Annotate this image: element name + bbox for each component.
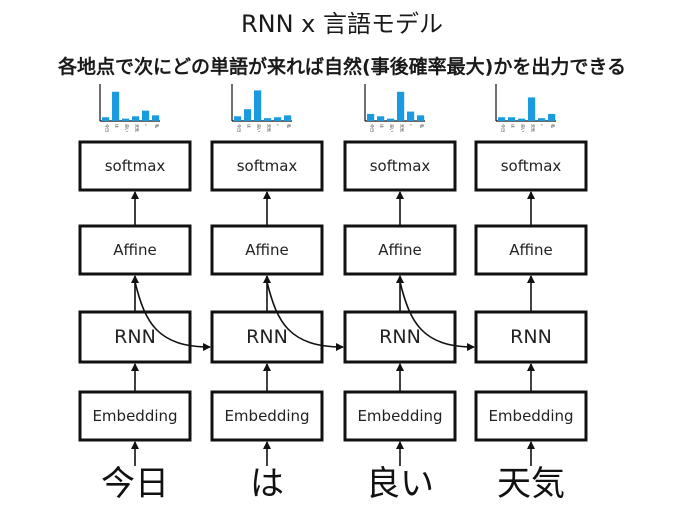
affine-layer-label: Affine — [245, 241, 289, 259]
rnn-layer-label: RNN — [510, 326, 552, 348]
affine-layer-box — [343, 224, 457, 276]
chart-tick-label: 。 — [277, 124, 282, 128]
softmax-layer-box — [474, 140, 588, 192]
timestep-column: softmaxAffineRNNEmbedding今日今日は良い天気。私 — [78, 84, 211, 504]
rnn-layer-box — [78, 310, 192, 364]
diagram-title: RNN x 言語モデル — [240, 10, 444, 38]
affine-layer-label: Affine — [509, 241, 553, 259]
probability-bar — [142, 110, 150, 121]
chart-tick-label: は — [380, 124, 385, 128]
input-word: 天気 — [497, 464, 565, 504]
probability-chart: 今日は 良い天気。 私 — [364, 84, 426, 132]
rnn-layer-label: RNN — [379, 326, 421, 348]
softmax-layer-label: softmax — [237, 157, 298, 175]
probability-chart: 今日は 良い天気。 私 — [231, 84, 293, 132]
affine-layer-label: Affine — [378, 241, 422, 259]
chart-tick-label: 私 — [155, 124, 161, 128]
softmax-layer-box — [210, 140, 324, 192]
chart-tick-label: 天気 — [531, 124, 537, 132]
probability-chart: 今日は 良い天気。 私 — [495, 84, 557, 132]
softmax-layer-label: softmax — [105, 157, 166, 175]
chart-tick-label: 今日 — [237, 124, 243, 132]
input-word: 良い — [366, 464, 434, 504]
chart-tick-label: 今日 — [105, 124, 111, 132]
embedding-layer-label: Embedding — [224, 407, 309, 425]
timestep-column: softmaxAffineRNNEmbedding天気今日は良い天気。私 — [474, 84, 588, 504]
recurrent-arrow — [399, 281, 475, 351]
embedding-layer-box — [78, 390, 192, 442]
probability-bar — [508, 117, 516, 121]
embedding-layer-label: Embedding — [92, 407, 177, 425]
embedding-layer-box — [474, 390, 588, 442]
embedding-layer-box — [210, 390, 324, 442]
affine-layer-box — [474, 224, 588, 276]
probability-bar — [548, 113, 556, 121]
probability-bar — [122, 118, 130, 121]
probability-bar — [112, 91, 120, 121]
timestep-column: softmaxAffineRNNEmbeddingは今日は良い天気。私 — [210, 84, 344, 504]
chart-tick-label: 良い — [257, 124, 263, 132]
chart-tick-label: 私 — [551, 124, 557, 128]
chart-tick-label: 今日 — [370, 124, 376, 132]
embedding-layer-label: Embedding — [488, 407, 573, 425]
softmax-layer-label: softmax — [501, 157, 562, 175]
chart-tick-label: 私 — [420, 124, 426, 128]
chart-tick-label: 天気 — [267, 124, 273, 132]
chart-tick-label: は — [115, 124, 120, 128]
rnn-layer-box — [343, 310, 457, 364]
chart-tick-label: 良い — [125, 124, 131, 132]
softmax-layer-label: softmax — [370, 157, 431, 175]
probability-bar — [387, 118, 395, 121]
probability-bar — [234, 116, 242, 121]
chart-tick-label: 今日 — [501, 124, 507, 132]
embedding-layer-label: Embedding — [357, 407, 442, 425]
rnn-layer-box — [210, 310, 324, 364]
rnn-layer-box — [474, 310, 588, 364]
chart-tick-label: 良い — [390, 124, 396, 132]
recurrent-arrow — [134, 281, 211, 351]
probability-bar — [528, 97, 536, 121]
chart-tick-label: 私 — [287, 124, 293, 128]
probability-bar — [284, 115, 292, 121]
embedding-layer-box — [343, 390, 457, 442]
recurrent-arrow — [266, 281, 344, 351]
rnn-layer-label: RNN — [246, 326, 288, 348]
softmax-layer-box — [78, 140, 192, 192]
chart-tick-label: 良い — [521, 124, 527, 132]
probability-chart: 今日は 良い天気。 私 — [99, 84, 161, 132]
chart-tick-label: 。 — [410, 124, 415, 128]
input-word: 今日 — [101, 464, 169, 504]
probability-bar — [417, 115, 425, 121]
probability-bar — [377, 116, 385, 121]
probability-bar — [518, 118, 526, 121]
input-word: は — [250, 464, 284, 504]
affine-layer-box — [78, 224, 192, 276]
diagram-subtitle: 各地点で次にどの単語が来れば自然(事後確率最大)かを出力できる — [58, 56, 626, 78]
probability-bar — [264, 118, 272, 121]
probability-bar — [538, 118, 546, 121]
softmax-layer-box — [343, 140, 457, 192]
rnn-layer-label: RNN — [114, 326, 156, 348]
timestep-column: softmaxAffineRNNEmbedding良い今日は良い天気。私 — [343, 84, 475, 504]
chart-tick-label: 天気 — [135, 124, 141, 132]
probability-bar — [244, 109, 252, 121]
probability-bar — [367, 113, 375, 121]
affine-layer-label: Affine — [113, 241, 157, 259]
probability-bar — [397, 91, 405, 121]
probability-bar — [498, 117, 506, 121]
probability-bar — [254, 90, 262, 121]
probability-bar — [407, 111, 415, 121]
chart-tick-label: は — [511, 124, 516, 128]
chart-tick-label: は — [247, 124, 252, 128]
chart-tick-label: 天気 — [400, 124, 406, 132]
chart-tick-label: 。 — [145, 124, 150, 128]
probability-bar — [152, 115, 160, 121]
affine-layer-box — [210, 224, 324, 276]
chart-tick-label: 。 — [541, 124, 546, 128]
probability-bar — [132, 116, 140, 121]
probability-bar — [274, 117, 282, 121]
probability-bar — [102, 117, 110, 121]
